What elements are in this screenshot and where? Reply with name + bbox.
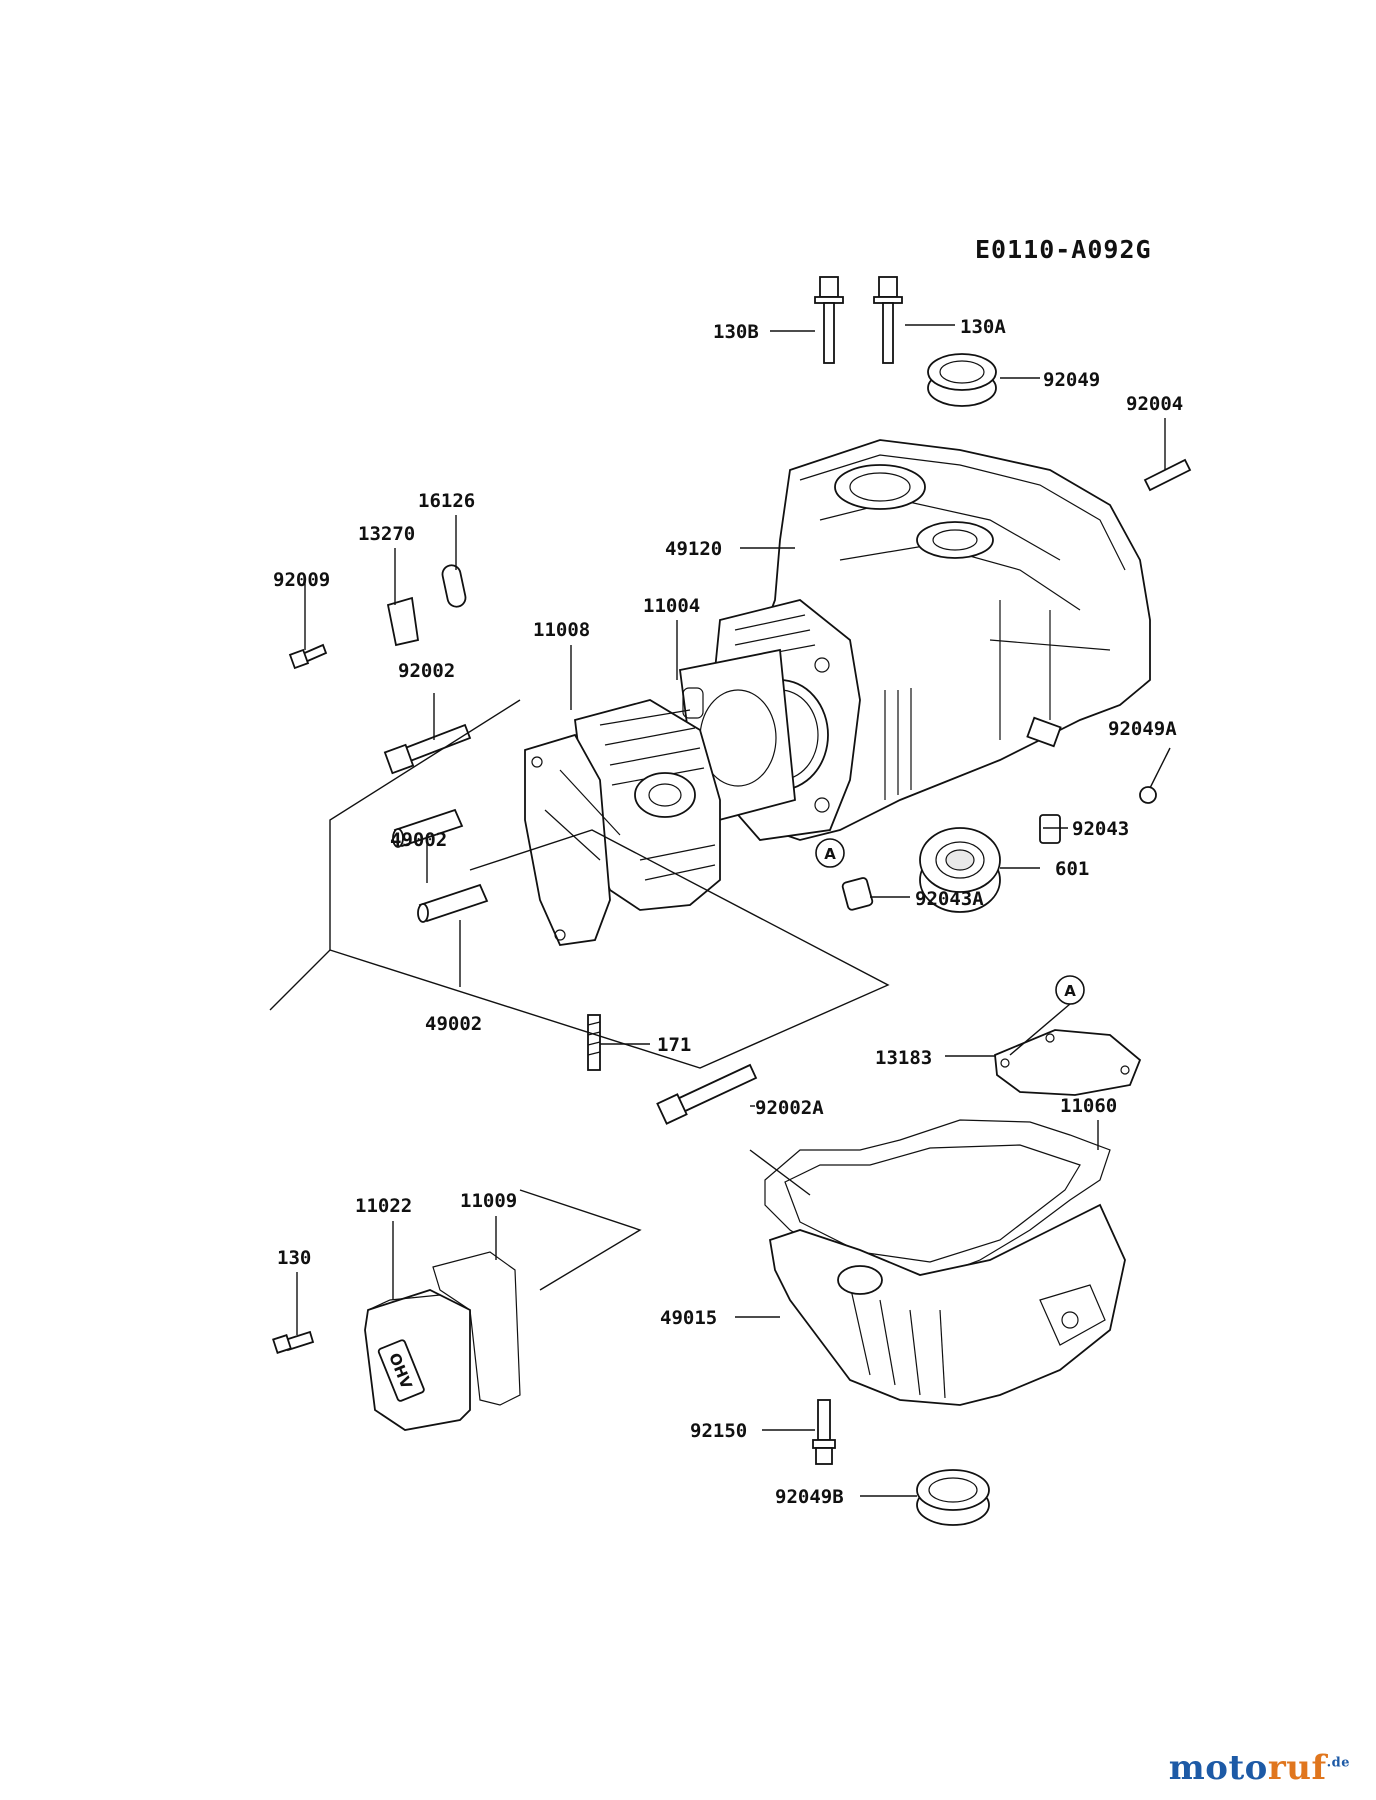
valve-guide-49002 bbox=[392, 808, 489, 923]
bolt-92002 bbox=[383, 723, 472, 775]
valve-cover-11022: OHV bbox=[364, 1289, 471, 1431]
label-49120: 49120 bbox=[665, 538, 722, 560]
bolt-92002A bbox=[656, 1063, 758, 1125]
label-49002-top: 49002 bbox=[390, 829, 447, 851]
label-13183: 13183 bbox=[875, 1047, 932, 1069]
plate-16126 bbox=[441, 564, 467, 608]
label-11022: 11022 bbox=[355, 1195, 412, 1217]
bolt-92009 bbox=[288, 643, 328, 670]
label-171: 171 bbox=[657, 1034, 691, 1056]
pin-92043A bbox=[841, 877, 874, 911]
label-11004: 11004 bbox=[643, 595, 700, 617]
label-92043A: 92043A bbox=[915, 888, 984, 910]
oil-seal-92049B bbox=[916, 1469, 990, 1526]
label-49002-bottom: 49002 bbox=[425, 1013, 482, 1035]
seal-92049A bbox=[1026, 716, 1157, 804]
watermark-logo: motoruf.de bbox=[1168, 1748, 1350, 1788]
diagram-code: E0110-A092G bbox=[975, 235, 1152, 264]
oil-pan-49015 bbox=[768, 1203, 1126, 1406]
label-92049: 92049 bbox=[1043, 369, 1100, 391]
part-labels: 130B 130A 92049 92004 49120 16126 13270 … bbox=[273, 316, 1183, 1508]
cylinder-head-11008 bbox=[524, 699, 721, 946]
clip-13270 bbox=[386, 596, 420, 647]
stud-92004 bbox=[1143, 458, 1192, 492]
label-601: 601 bbox=[1055, 858, 1089, 880]
label-130B: 130B bbox=[713, 321, 759, 343]
label-49015: 49015 bbox=[660, 1307, 717, 1329]
bolt-130A bbox=[873, 276, 903, 364]
cover-plate-13183 bbox=[994, 1029, 1142, 1096]
label-92049A: 92049A bbox=[1108, 718, 1177, 740]
callout-a-right: A bbox=[1055, 975, 1085, 1005]
label-92002: 92002 bbox=[398, 660, 455, 682]
bolt-92150 bbox=[812, 1399, 836, 1465]
oil-seal-92049 bbox=[927, 353, 997, 407]
callout-a-left: A bbox=[815, 838, 845, 868]
gasket-11009 bbox=[432, 1251, 521, 1406]
label-130A: 130A bbox=[960, 316, 1006, 338]
stud-171 bbox=[587, 1014, 601, 1071]
label-92049B: 92049B bbox=[775, 1486, 844, 1508]
label-13270: 13270 bbox=[358, 523, 415, 545]
svg-text:A: A bbox=[824, 845, 836, 863]
label-92004: 92004 bbox=[1126, 393, 1183, 415]
label-11009: 11009 bbox=[460, 1190, 517, 1212]
bolt-130B bbox=[814, 276, 844, 364]
label-11060: 11060 bbox=[1060, 1095, 1117, 1117]
label-16126: 16126 bbox=[418, 490, 475, 512]
label-92002A: 92002A bbox=[755, 1097, 824, 1119]
label-92009: 92009 bbox=[273, 569, 330, 591]
bolt-130 bbox=[272, 1330, 315, 1354]
svg-text:A: A bbox=[1064, 982, 1076, 1000]
leader-lines bbox=[269, 324, 1171, 1497]
pin-92043 bbox=[1039, 814, 1061, 844]
label-92150: 92150 bbox=[690, 1420, 747, 1442]
label-11008: 11008 bbox=[533, 619, 590, 641]
label-130: 130 bbox=[277, 1247, 311, 1269]
bearing-601 bbox=[919, 827, 1001, 913]
label-92043: 92043 bbox=[1072, 818, 1129, 840]
